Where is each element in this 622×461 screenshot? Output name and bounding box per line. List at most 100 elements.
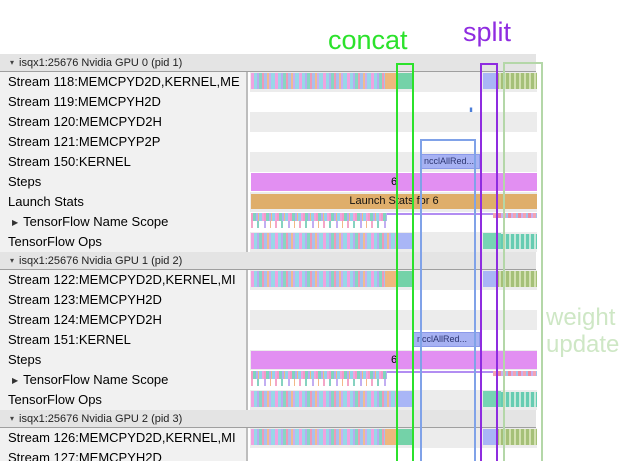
collapse-arrow-icon[interactable]: ▾ xyxy=(10,58,15,67)
row-label-text: Stream 121:MEMCPYP2P xyxy=(8,134,161,149)
row-label-text: Stream 126:MEMCPYD2D,KERNEL,MI xyxy=(8,430,236,445)
row-track xyxy=(250,310,537,330)
annotation-weight-line2: update xyxy=(546,331,620,358)
row-label-text: Stream 124:MEMCPYD2H xyxy=(8,312,162,327)
trace-events-cluster[interactable] xyxy=(251,391,398,407)
concat-highlight-box xyxy=(396,63,414,461)
expander-icon[interactable]: ▶ xyxy=(12,376,19,385)
trace-event-segment[interactable] xyxy=(483,73,496,89)
trace-event-segment[interactable] xyxy=(385,271,398,287)
row-label: Stream 118:MEMCPYD2D,KERNEL,ME xyxy=(0,72,248,92)
row-label: Stream 120:MEMCPYD2H xyxy=(0,112,248,132)
weight-update-events[interactable] xyxy=(496,73,537,89)
trace-events-cluster[interactable] xyxy=(251,429,385,445)
row-label: Stream 119:MEMCPYH2D xyxy=(0,92,248,112)
row-label-text: Stream 120:MEMCPYD2H xyxy=(8,114,162,129)
row-label: Stream 123:MEMCPYH2D xyxy=(0,290,248,310)
row-track xyxy=(250,390,537,410)
trace-event-segment[interactable] xyxy=(398,271,414,287)
timeline-row: Launch Stats Launch Stats for 6 xyxy=(0,192,622,212)
row-label-text: Stream 122:MEMCPYD2D,KERNEL,MI xyxy=(8,272,236,287)
annotation-concat: concat xyxy=(328,25,408,55)
row-label: Stream 121:MEMCPYP2P xyxy=(0,132,248,152)
expander-icon[interactable]: ▶ xyxy=(12,218,19,227)
trace-events-cluster[interactable] xyxy=(251,73,385,89)
split-highlight-box xyxy=(480,63,498,461)
annotation-weight-update: weight update xyxy=(546,304,619,358)
trace-event-segment[interactable] xyxy=(398,391,413,407)
row-track xyxy=(250,72,537,92)
row-label: Stream 127:MEMCPYH2D xyxy=(0,448,248,461)
row-label-text: Steps xyxy=(8,352,42,367)
timeline-row: TensorFlow Ops xyxy=(0,390,622,410)
timeline-row: Stream 123:MEMCPYH2D xyxy=(0,290,622,310)
row-track xyxy=(250,112,537,132)
row-label-text: Stream 150:KERNEL xyxy=(8,154,131,169)
gpu-section-header[interactable]: ▾isqx1:25676 Nvidia GPU 1 (pid 2) xyxy=(0,252,536,270)
row-label: TensorFlow Ops xyxy=(0,390,248,410)
row-label-text: Stream 118:MEMCPYD2D,KERNEL,ME xyxy=(8,74,240,89)
gpu-section-header[interactable]: ▾ isqx1:25676 Nvidia GPU 0 (pid 1) xyxy=(0,54,536,72)
row-track: Launch Stats for 6 xyxy=(250,192,537,212)
row-track: 6 xyxy=(250,172,537,192)
trace-events-cluster[interactable] xyxy=(501,234,537,249)
steps-bar[interactable]: 6 xyxy=(251,351,537,369)
name-scope-flame-graph[interactable] xyxy=(251,213,387,228)
trace-event-segment[interactable] xyxy=(398,429,414,445)
nccl-highlight-box xyxy=(420,139,476,461)
timeline-row: Stream 150:KERNEL ncclAllRed... xyxy=(0,152,622,172)
name-scope-events[interactable] xyxy=(493,213,537,218)
row-track xyxy=(250,270,537,290)
name-scope-events[interactable] xyxy=(493,371,537,376)
name-scope-span[interactable] xyxy=(251,371,537,373)
trace-event-segment[interactable] xyxy=(385,73,398,89)
trace-event-segment[interactable] xyxy=(398,233,413,249)
timeline-row: Stream 120:MEMCPYD2H xyxy=(0,112,622,132)
timeline-row: Stream 121:MEMCPYP2P xyxy=(0,132,622,152)
timeline-row: ▶TensorFlow Name Scope xyxy=(0,370,622,390)
timeline-rows: ▾ isqx1:25676 Nvidia GPU 0 (pid 1) Stream … xyxy=(0,54,622,461)
row-label-text: Stream 127:MEMCPYH2D xyxy=(8,450,162,461)
weight-update-events[interactable] xyxy=(496,429,537,445)
trace-events-cluster[interactable] xyxy=(501,392,537,407)
gpu-section-header[interactable]: ▾isqx1:25676 Nvidia GPU 2 (pid 3) xyxy=(0,410,536,428)
gpu-section-title: isqx1:25676 Nvidia GPU 0 (pid 1) xyxy=(19,57,183,69)
row-label-text: Stream 123:MEMCPYH2D xyxy=(8,292,162,307)
name-scope-flame-graph[interactable] xyxy=(251,371,387,386)
row-label: Stream 124:MEMCPYD2H xyxy=(0,310,248,330)
weight-update-events[interactable] xyxy=(496,271,537,287)
trace-events-cluster[interactable] xyxy=(251,233,398,249)
row-track xyxy=(250,370,537,390)
row-label-text: Stream 119:MEMCPYH2D xyxy=(8,94,161,109)
trace-event-segment[interactable] xyxy=(483,429,496,445)
row-label: ▶TensorFlow Name Scope xyxy=(0,370,248,390)
trace-event-segment[interactable] xyxy=(385,429,398,445)
timeline-row: Stream 118:MEMCPYD2D,KERNEL,ME xyxy=(0,72,622,92)
annotation-split: split xyxy=(463,17,512,47)
timeline-row: ▶ TensorFlow Name Scope xyxy=(0,212,622,232)
nccl-allreduce-event[interactable]: ncclAllRed... xyxy=(413,332,480,347)
trace-event-segment[interactable] xyxy=(483,271,496,287)
trace-event-segment[interactable] xyxy=(398,73,414,89)
trace-events-cluster[interactable] xyxy=(251,271,385,287)
name-scope-span[interactable] xyxy=(251,213,537,215)
row-label-text: Launch Stats xyxy=(8,194,84,209)
row-track xyxy=(250,212,537,232)
collapse-arrow-icon[interactable]: ▾ xyxy=(10,414,15,423)
row-label: TensorFlow Ops xyxy=(0,232,248,252)
row-label-text: TensorFlow Name Scope xyxy=(23,214,169,229)
row-label: Steps xyxy=(0,172,248,192)
timeline-row: Stream 124:MEMCPYD2H xyxy=(0,310,622,330)
annotation-weight-line1: weight xyxy=(546,304,616,331)
row-track: ncclAllRed... xyxy=(250,152,537,172)
steps-bar[interactable]: 6 xyxy=(251,173,537,191)
timeline-row: TensorFlow Ops xyxy=(0,232,622,252)
launch-stats-bar[interactable]: Launch Stats for 6 xyxy=(251,194,537,209)
timeline-row: Stream 122:MEMCPYD2D,KERNEL,MI xyxy=(0,270,622,290)
timeline-row: Steps 6 xyxy=(0,350,622,370)
row-label-text: TensorFlow Ops xyxy=(8,234,102,249)
collapse-arrow-icon[interactable]: ▾ xyxy=(10,256,15,265)
